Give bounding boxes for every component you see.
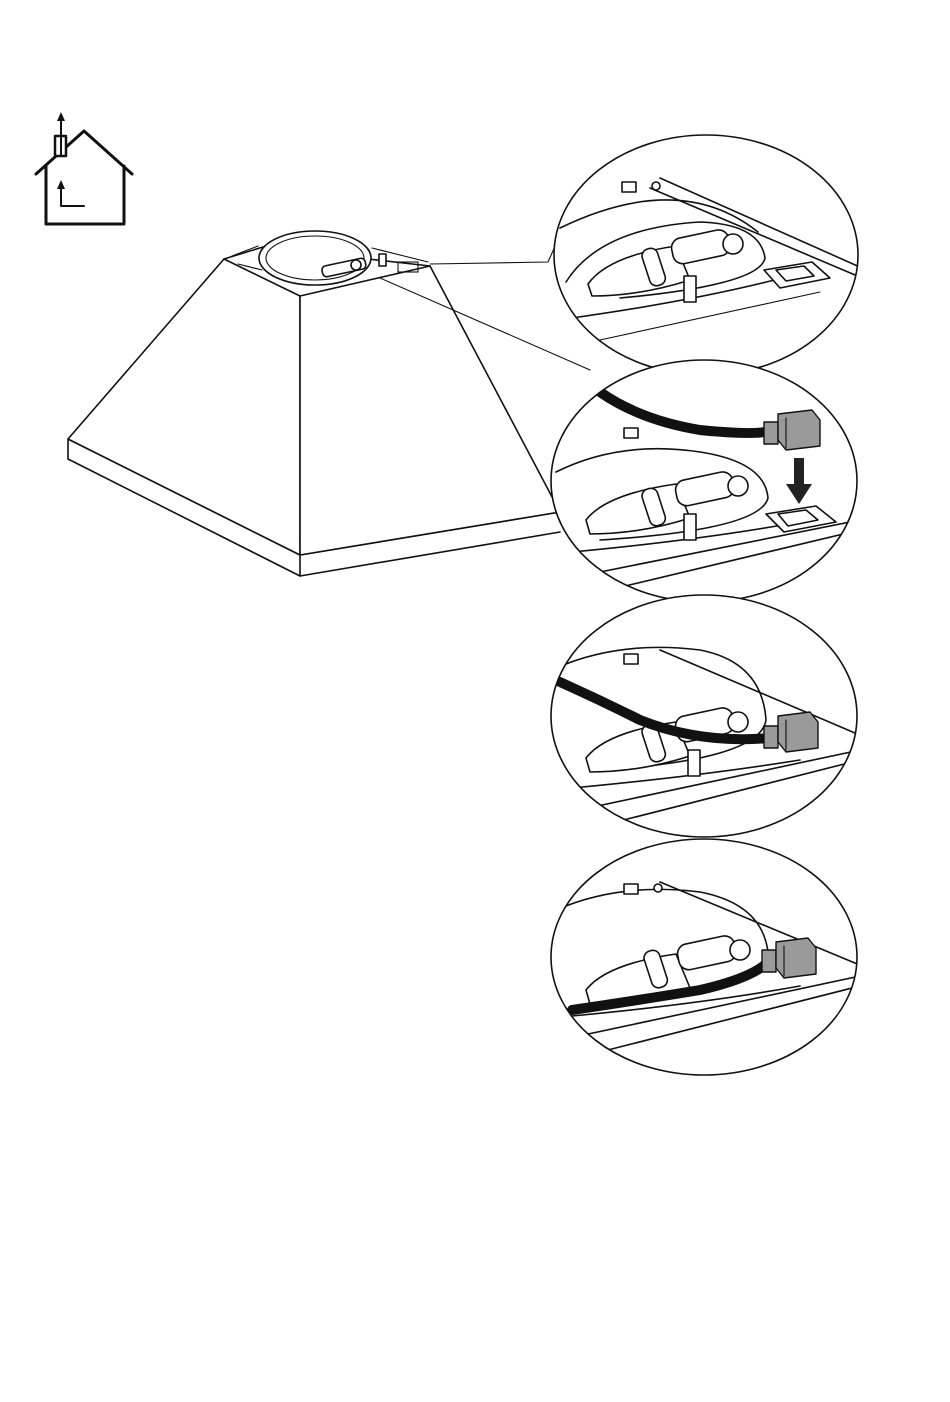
house-ducted-vent-icon: [36, 112, 132, 224]
step-3-connector-seated: [551, 595, 862, 837]
step-1-closeup-fan-socket: [554, 135, 862, 375]
step-2-insert-connector: [551, 360, 860, 602]
step-4-cable-routed: [551, 839, 862, 1075]
range-hood-body: [68, 231, 560, 576]
